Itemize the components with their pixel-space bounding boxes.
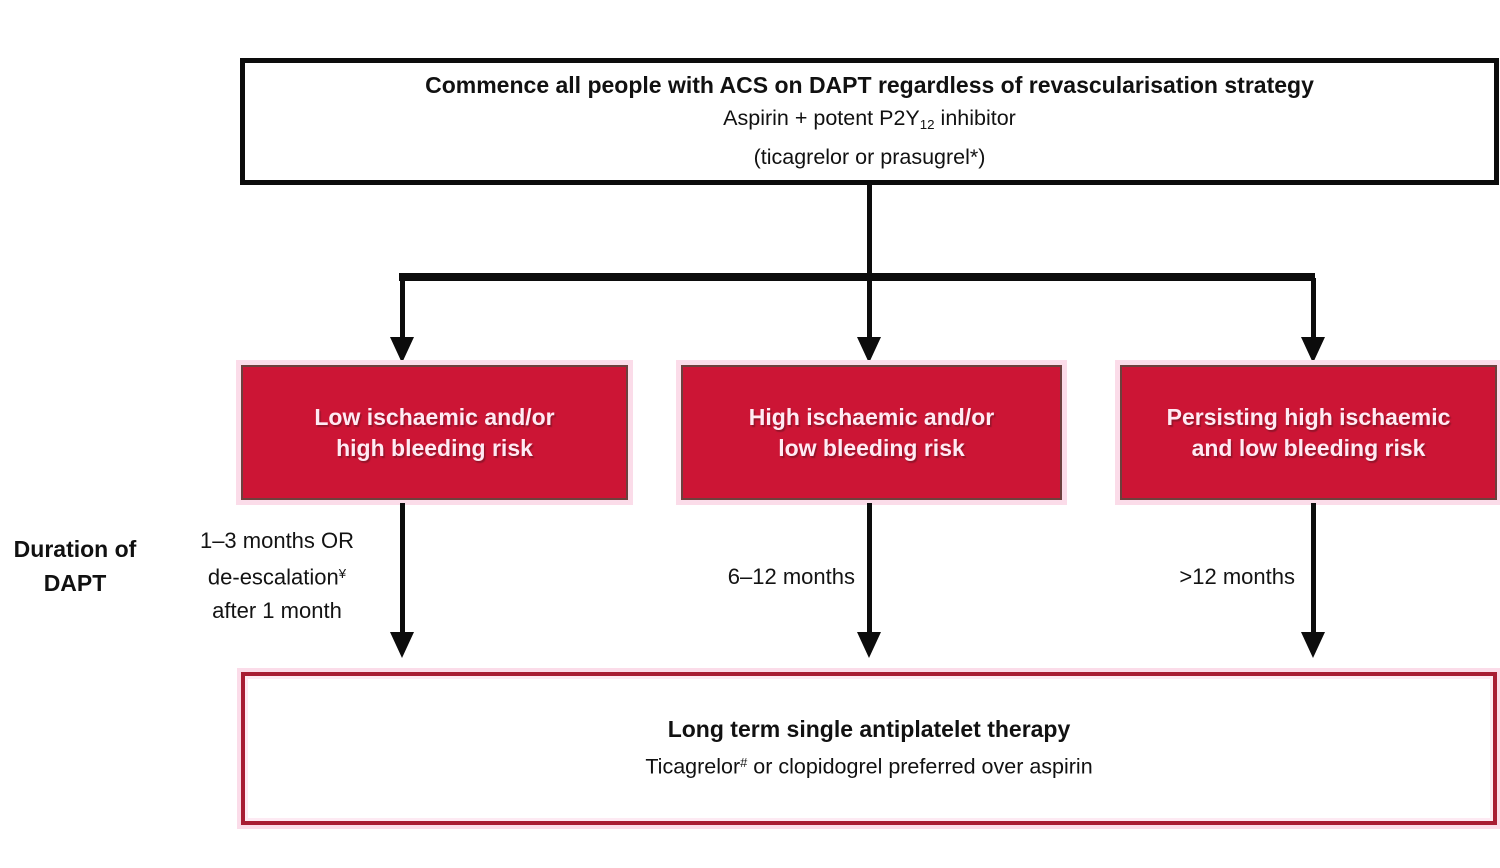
duration-note-right: >12 months — [1179, 564, 1295, 589]
regimen-suffix: inhibitor — [934, 106, 1016, 130]
risk-box-line: Persisting high ischaemic — [1166, 403, 1451, 430]
bottom-box-title: Long term single antiplatelet therapy — [667, 716, 1071, 743]
branch-right-shaft — [1311, 278, 1316, 337]
branch-middle-arrowhead-icon — [857, 337, 881, 363]
side-label-line: DAPT — [43, 570, 107, 596]
bottom-outcome-box: Long term single antiplatelet therapy Ti… — [241, 672, 1497, 825]
duration-left-arrowhead-icon — [390, 632, 414, 658]
side-label-line: Duration of — [13, 536, 137, 562]
duration-of-dapt-label: Duration of DAPT — [0, 532, 150, 600]
connector-crossbar-line — [399, 273, 1315, 281]
risk-box-line: High ischaemic and/or — [748, 403, 995, 430]
hash-footnote-marker: # — [740, 755, 748, 771]
ticagrelor-text: Ticagrelor — [645, 754, 741, 779]
duration-left-shaft — [400, 503, 405, 632]
p2y12-subscript: 12 — [919, 116, 935, 132]
risk-box-persisting-high-ischaemic: Persisting high ischaemic and low bleedi… — [1120, 365, 1497, 500]
duration-middle-shaft — [867, 503, 872, 632]
de-escalation-text: de-escalation — [207, 564, 339, 590]
branch-left-shaft — [400, 278, 405, 337]
risk-box-line: high bleeding risk — [336, 434, 533, 461]
duration-right-shaft — [1311, 503, 1316, 632]
bottom-box-detail: Ticagrelor# or clopidogrel preferred ove… — [645, 746, 1092, 783]
regimen-prefix: Aspirin + potent P2Y — [723, 106, 920, 130]
duration-middle-arrowhead-icon — [857, 632, 881, 658]
bottom-box-detail-suffix: or clopidogrel preferred over aspirin — [747, 754, 1093, 779]
yen-footnote-marker: ¥ — [338, 566, 347, 581]
risk-box-line: Low ischaemic and/or — [314, 403, 555, 430]
top-box-regimen: Aspirin + potent P2Y12 inhibitor — [723, 102, 1016, 141]
branch-right-arrowhead-icon — [1301, 337, 1325, 363]
branch-left-arrowhead-icon — [390, 337, 414, 363]
risk-box-high-ischaemic: High ischaemic and/or low bleeding risk — [681, 365, 1062, 500]
connector-stem-line — [867, 185, 872, 277]
risk-box-line: and low bleeding risk — [1191, 434, 1426, 461]
branch-middle-shaft — [867, 278, 872, 337]
duration-note-left: 1–3 months OR de-escalation¥ after 1 mon… — [162, 524, 392, 627]
duration-right-arrowhead-icon — [1301, 632, 1325, 658]
duration-note-line: after 1 month — [212, 597, 342, 623]
top-instruction-box: Commence all people with ACS on DAPT reg… — [240, 58, 1499, 185]
duration-note-line: de-escalation¥ — [162, 557, 392, 594]
duration-note-line: 1–3 months OR — [199, 528, 355, 553]
top-box-title: Commence all people with ACS on DAPT reg… — [425, 72, 1314, 98]
duration-note-middle: 6–12 months — [727, 564, 855, 589]
risk-box-low-ischaemic: Low ischaemic and/or high bleeding risk — [241, 365, 628, 500]
risk-box-line: low bleeding risk — [778, 434, 965, 461]
top-box-drug-options: (ticagrelor or prasugrel*) — [753, 144, 986, 169]
